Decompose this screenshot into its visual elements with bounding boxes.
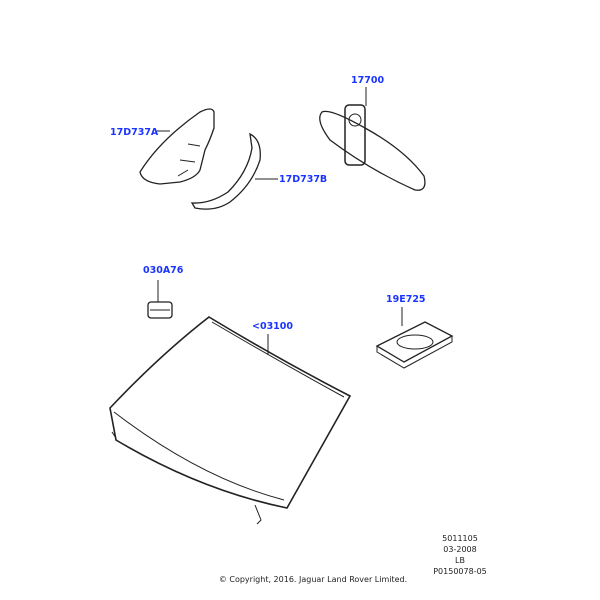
illustration-info: 5011105 03-2008 LB P0150078-05	[420, 533, 500, 577]
copyright-notice: © Copyright, 2016. Jaguar Land Rover Lim…	[218, 575, 408, 584]
clip-drawing	[147, 280, 173, 319]
repair-kit-drawing	[375, 307, 454, 369]
info-date: 03-2008	[443, 545, 477, 554]
part-label-19e725[interactable]: 19E725	[386, 294, 426, 305]
rear-view-mirror-drawing	[319, 87, 426, 191]
part-label-17d737b[interactable]: 17D737B	[279, 174, 328, 185]
info-illustration-id: P0150078-05	[433, 567, 487, 576]
info-code: LB	[455, 556, 465, 565]
part-label-17700[interactable]: 17700	[351, 75, 385, 86]
part-label-17d737a[interactable]: 17D737A	[110, 127, 159, 138]
info-number: 5011105	[442, 534, 478, 543]
windscreen-drawing	[109, 316, 352, 525]
mirror-cover-rear-drawing	[190, 132, 278, 210]
part-label-030a76[interactable]: 030A76	[143, 265, 184, 276]
part-label-03100[interactable]: <03100	[252, 321, 294, 332]
mirror-cover-front-drawing	[139, 108, 215, 185]
